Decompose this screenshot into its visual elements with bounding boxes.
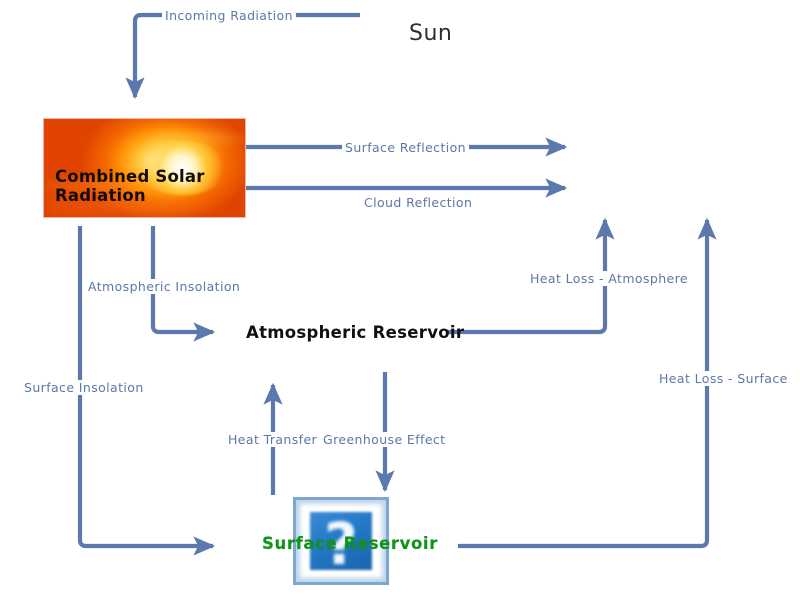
flow-label-cloud-reflection: Cloud Reflection <box>361 195 476 210</box>
node-label-atmospheric-reservoir: Atmospheric Reservoir <box>246 323 465 342</box>
flow-label-incoming-radiation: Incoming Radiation <box>162 8 296 23</box>
broken-image-placeholder-icon: ? <box>293 497 389 585</box>
wire-heat-loss-atmosphere <box>448 217 615 335</box>
solar-cloud-wisp-3 <box>48 191 239 217</box>
flow-label-surface-reflection: Surface Reflection <box>342 140 469 155</box>
wire-surface-insolation <box>77 226 216 556</box>
wire-heat-loss-surface <box>458 217 717 549</box>
flow-label-atmospheric-insolation: Atmospheric Insolation <box>85 279 244 294</box>
flow-label-heat-loss-surface: Heat Loss - Surface <box>656 371 791 386</box>
wire-incoming-radiation <box>125 12 360 100</box>
sun-glow-icon <box>138 140 227 196</box>
flow-label-heat-transfer: Heat Transfer <box>225 432 321 447</box>
placeholder-inner-square <box>310 512 372 570</box>
flow-label-greenhouse-effect: Greenhouse Effect <box>320 432 449 447</box>
node-label-surface-reservoir: Surface Reservoir <box>262 534 438 553</box>
node-combined-solar-radiation: Combined Solar Radiation <box>43 118 246 218</box>
node-label-combined-solar-radiation: Combined Solar Radiation <box>55 167 205 205</box>
flow-label-surface-insolation: Surface Insolation <box>21 380 147 395</box>
flow-label-heat-loss-atmosphere: Heat Loss - Atmosphere <box>527 271 691 286</box>
sun-label: Sun <box>409 21 453 46</box>
question-mark-icon: ? <box>324 510 358 578</box>
wire-atmospheric-insolation <box>150 226 216 342</box>
